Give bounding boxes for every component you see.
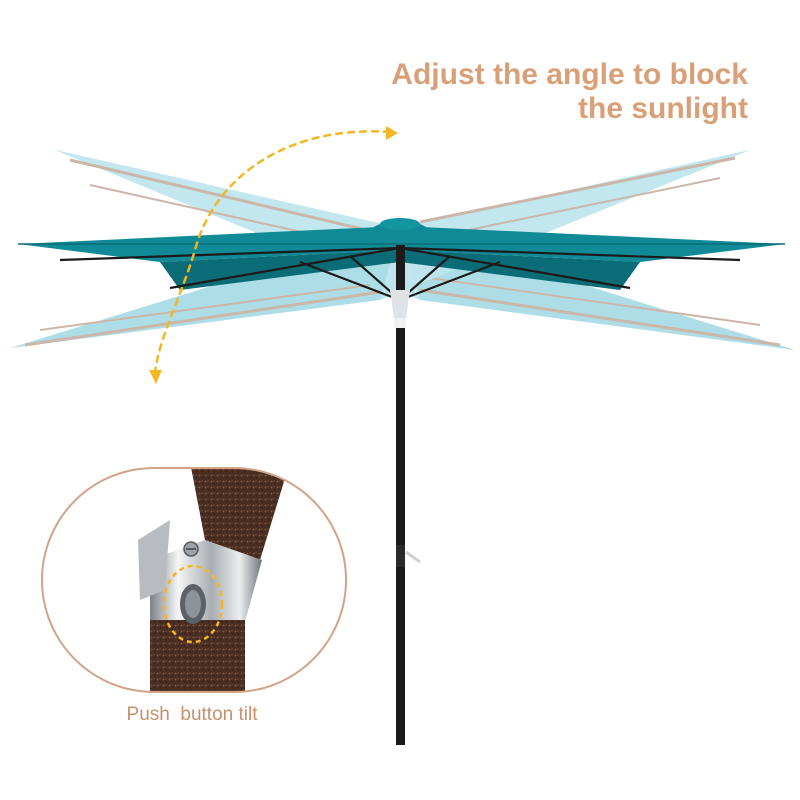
pole <box>390 245 421 745</box>
canopy <box>18 218 785 290</box>
arrowhead-right-icon <box>386 126 398 140</box>
arrowhead-down-icon <box>149 370 162 384</box>
tilt-mechanism-closeup <box>41 467 347 693</box>
canopy-ribs <box>59 246 741 302</box>
headline-line-1: Adjust the angle to block <box>391 58 748 91</box>
push-button-highlight-icon <box>162 564 224 644</box>
curved-dashed-arrow-icon <box>153 130 392 374</box>
detail-caption: Push button tilt <box>126 704 258 725</box>
headline-line-2: the sunlight <box>578 92 748 125</box>
headline: Adjust the angle to block the sunlight <box>328 58 748 126</box>
